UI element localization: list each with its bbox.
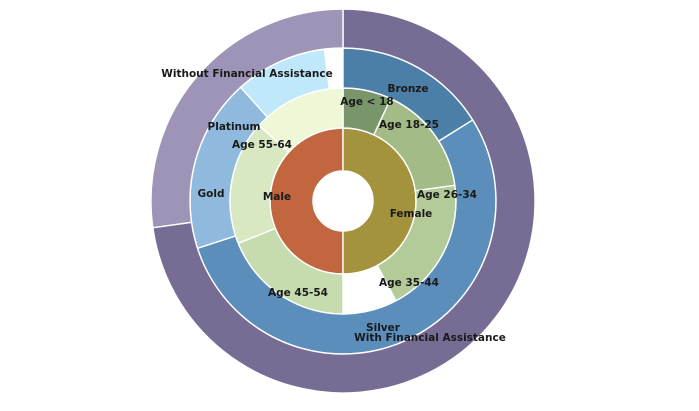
- segment-label-bronze: Bronze: [387, 83, 428, 95]
- segment-label-age-26-34: Age 26-34: [417, 189, 477, 201]
- segment-label-with-financial-assistance: With Financial Assistance: [354, 332, 506, 344]
- segment-label-age-18: Age < 18: [340, 96, 393, 108]
- sunburst-ring-financial-assistance: With Financial Assistance Without Financi…: [150, 8, 536, 394]
- segment-label-gold: Gold: [198, 188, 225, 200]
- segment-label-silver: Silver: [366, 322, 401, 334]
- segment-label-female: Female: [390, 208, 433, 220]
- segment-label-male: Male: [263, 191, 291, 203]
- sunburst-segment-without-financial-assistance[interactable]: Without Financial Assistance: [150, 8, 344, 229]
- segment-label-platinum: Platinum: [208, 121, 261, 133]
- segment-label-without-financial-assistance: Without Financial Assistance: [161, 68, 332, 80]
- sunburst-segment-with-financial-assistance[interactable]: With Financial Assistance: [152, 8, 536, 394]
- sunburst-center-hole: [313, 171, 373, 231]
- segment-label-age-35-44: Age 35-44: [379, 277, 439, 289]
- segment-label-age-45-54: Age 45-54: [268, 287, 328, 299]
- segment-label-age-18-25: Age 18-25: [379, 119, 439, 131]
- segment-label-age-55-64: Age 55-64: [232, 139, 292, 151]
